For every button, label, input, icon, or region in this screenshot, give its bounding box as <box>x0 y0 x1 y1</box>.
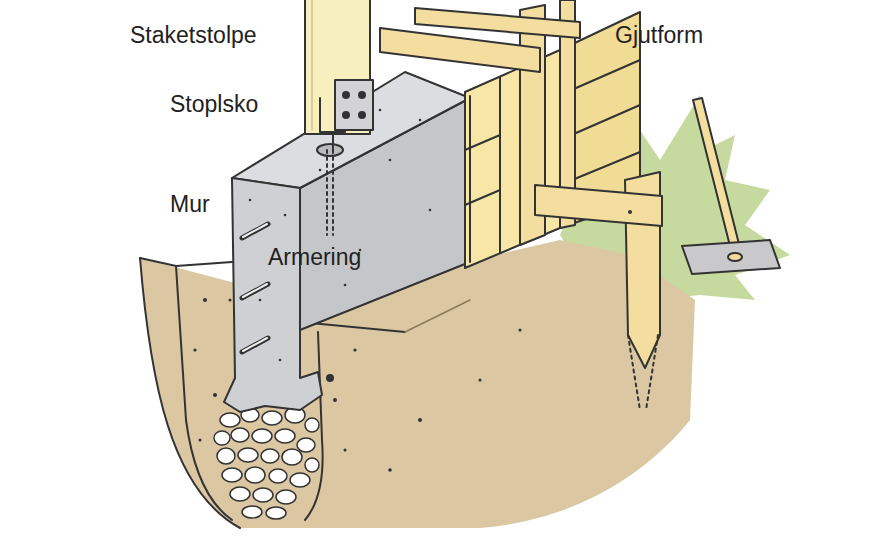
part-label: Mur <box>170 192 210 217</box>
part-label: Gjutform <box>615 23 703 48</box>
part-label: Stoplsko <box>170 92 258 117</box>
part-label: Staketstolpe <box>130 23 257 48</box>
part-label: Armering <box>268 245 361 270</box>
